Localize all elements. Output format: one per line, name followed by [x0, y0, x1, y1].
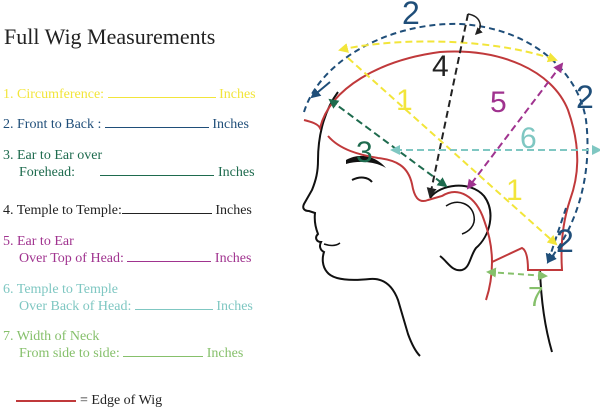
label-2-top: 2	[402, 0, 420, 31]
measurement-label: 6. Temple to Temple	[3, 282, 118, 297]
measurement-unit: Inches	[219, 87, 256, 102]
line-circumference-diag	[347, 57, 558, 246]
label-5: 5	[490, 86, 507, 119]
measurement-label: 2. Front to Back :	[3, 117, 102, 132]
measurement-neck-width: 7. Width of Neck From side to side: Inch…	[3, 328, 243, 362]
line-neck-width	[486, 267, 548, 281]
label-2-bottom: 2	[556, 223, 574, 259]
ear-outline	[429, 184, 492, 272]
line-ear-to-ear-top	[466, 62, 564, 190]
wig-edge	[303, 50, 579, 271]
inner-ear	[445, 201, 476, 235]
blank-line	[134, 308, 213, 310]
measurement-unit: Inches	[215, 203, 252, 218]
blank-line	[121, 212, 212, 214]
wig-edge-swatch	[16, 399, 76, 402]
measurement-label: 1. Circumference:	[3, 87, 105, 102]
measurement-temple-to-temple: 4. Temple to Temple: Inches	[3, 202, 252, 219]
measurement-label-cont: Forehead:	[19, 165, 75, 180]
measurement-temple-back: 6. Temple to Temple Over Back of Head: I…	[3, 281, 253, 315]
measurement-label-cont: Over Back of Head:	[19, 299, 132, 314]
eye	[351, 176, 373, 183]
blank-line	[100, 174, 215, 176]
measurement-ear-to-ear-top: 5. Ear to Ear Over Top of Head: Inches	[3, 233, 251, 267]
label-6: 6	[520, 122, 537, 155]
legend: = Edge of Wig	[16, 393, 162, 409]
legend-label: = Edge of Wig	[80, 393, 163, 408]
measurement-unit: Inches	[206, 346, 244, 361]
label-3: 3	[356, 136, 373, 169]
page-title: Full Wig Measurements	[4, 24, 216, 49]
measurement-label: 7. Width of Neck	[3, 329, 100, 344]
wig-edge-nape	[485, 261, 493, 301]
label-1-upper: 1	[396, 84, 413, 117]
line-4-curl	[467, 13, 483, 36]
measurement-circumference: 1. Circumference: Inches	[3, 86, 256, 103]
line-ear-to-ear-forehead	[328, 98, 448, 188]
blank-line	[127, 260, 212, 262]
blank-line	[123, 355, 204, 357]
measurement-label: 4. Temple to Temple:	[3, 203, 122, 218]
line-2-front-arrow	[310, 81, 331, 99]
measurement-label: 5. Ear to Ear	[3, 234, 74, 249]
line-circumference-top	[338, 40, 558, 63]
label-7: 7	[528, 281, 544, 312]
head-outline	[302, 91, 421, 357]
measurement-label: 3. Ear to Ear over	[3, 148, 103, 163]
measurement-label-cont: Over Top of Head:	[19, 251, 124, 266]
line-temple-to-temple	[426, 13, 469, 198]
blank-line	[104, 126, 209, 128]
measurement-unit: Inches	[217, 165, 255, 180]
measurement-unit: Inches	[216, 299, 253, 314]
label-1-lower: 1	[506, 174, 523, 207]
label-2-right: 2	[576, 79, 594, 115]
measurement-unit: Inches	[214, 251, 252, 266]
label-4: 4	[432, 50, 449, 83]
measurement-ear-to-ear-forehead: 3. Ear to Ear over Forehead: Inches	[3, 147, 255, 181]
measurement-unit: Inches	[212, 117, 249, 132]
blank-line	[107, 96, 216, 98]
measurement-front-to-back: 2. Front to Back : Inches	[3, 116, 249, 133]
measurement-label-cont: From side to side:	[19, 346, 120, 361]
mouth	[323, 242, 341, 247]
